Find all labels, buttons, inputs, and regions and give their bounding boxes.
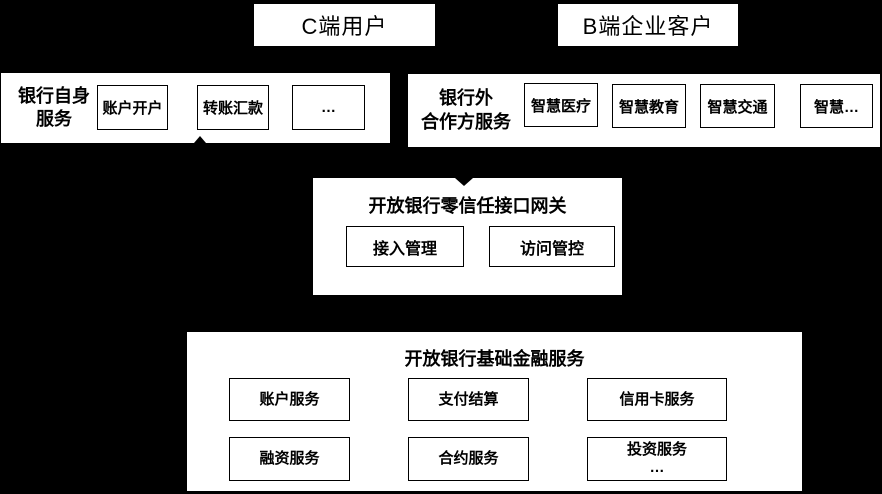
- panel-external-partner-services-label: 银行外 合作方服务: [410, 74, 522, 147]
- service-box-smart-ellipsis: 智慧…: [800, 84, 873, 128]
- panel-label-line: 合作方服务: [421, 111, 511, 132]
- connector-arrowhead-down-icon: [455, 178, 473, 186]
- service-box-smart-education: 智慧教育: [612, 84, 686, 128]
- core-financial-services-container: 开放银行基础金融服务 账户服务 支付结算 信用卡服务 融资服务 合约服务 投资服…: [187, 332, 802, 491]
- connector-arrowhead-up-icon: [194, 136, 206, 143]
- service-box-payment-settlement: 支付结算: [408, 378, 529, 421]
- actor-c-end-users: C端用户: [254, 4, 435, 46]
- service-box-smart-healthcare: 智慧医疗: [524, 83, 598, 127]
- service-box-ellipsis: …: [292, 85, 365, 130]
- service-box-account-opening: 账户开户: [97, 85, 168, 130]
- service-box-financing-services: 融资服务: [229, 437, 350, 481]
- service-box-contract-services: 合约服务: [408, 437, 529, 481]
- panel-bank-self-services: 银行自身 服务 账户开户 转账汇款 …: [1, 73, 390, 143]
- service-box-account-services: 账户服务: [229, 378, 350, 421]
- service-box-investment-services: 投资服务 …: [587, 437, 727, 481]
- service-box-credit-card-services: 信用卡服务: [587, 378, 727, 421]
- investment-services-label: 投资服务: [626, 441, 687, 458]
- service-box-transfer-remittance: 转账汇款: [197, 85, 269, 130]
- panel-label-line: 银行自身: [18, 85, 90, 106]
- gateway-zero-trust-api-container: 开放银行零信任接口网关 接入管理 访问管控: [313, 178, 622, 295]
- panel-label-line: 服务: [36, 109, 72, 129]
- panel-label-line: 银行外: [439, 88, 493, 109]
- core-services-title: 开放银行基础金融服务: [404, 349, 585, 369]
- actor-b-end-enterprise-customers: B端企业客户: [558, 4, 738, 46]
- service-box-smart-transportation: 智慧交通: [700, 84, 775, 128]
- gateway-title: 开放银行零信任接口网关: [368, 196, 567, 216]
- panel-bank-self-services-label: 银行自身 服务: [9, 73, 99, 143]
- panel-external-partner-services: 银行外 合作方服务 智慧医疗 智慧教育 智慧交通 智慧…: [408, 74, 880, 147]
- gateway-box-access-control: 访问管控: [489, 226, 615, 267]
- investment-services-ellipsis: …: [649, 459, 665, 476]
- gateway-box-access-management: 接入管理: [346, 226, 464, 267]
